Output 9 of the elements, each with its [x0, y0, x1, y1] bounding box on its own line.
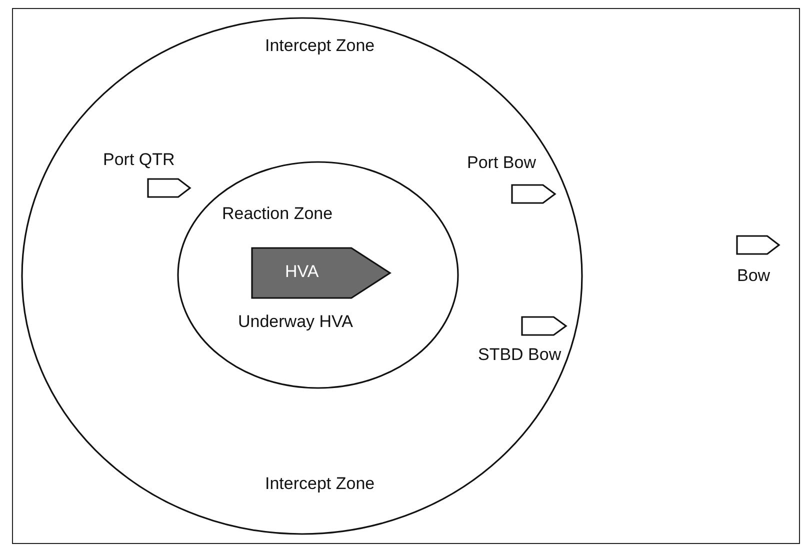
ship-label: Underway HVA [238, 312, 353, 332]
ship-label: Port Bow [467, 153, 536, 173]
ship-label: STBD Bow [478, 345, 562, 365]
zone-label: Reaction Zone [222, 204, 333, 224]
ship-label: Port QTR [103, 150, 175, 170]
ship-label: Bow [737, 266, 770, 286]
ship-label: HVA [285, 262, 319, 282]
zone-label: Intercept Zone [265, 474, 375, 494]
zone-label: Intercept Zone [265, 36, 375, 56]
